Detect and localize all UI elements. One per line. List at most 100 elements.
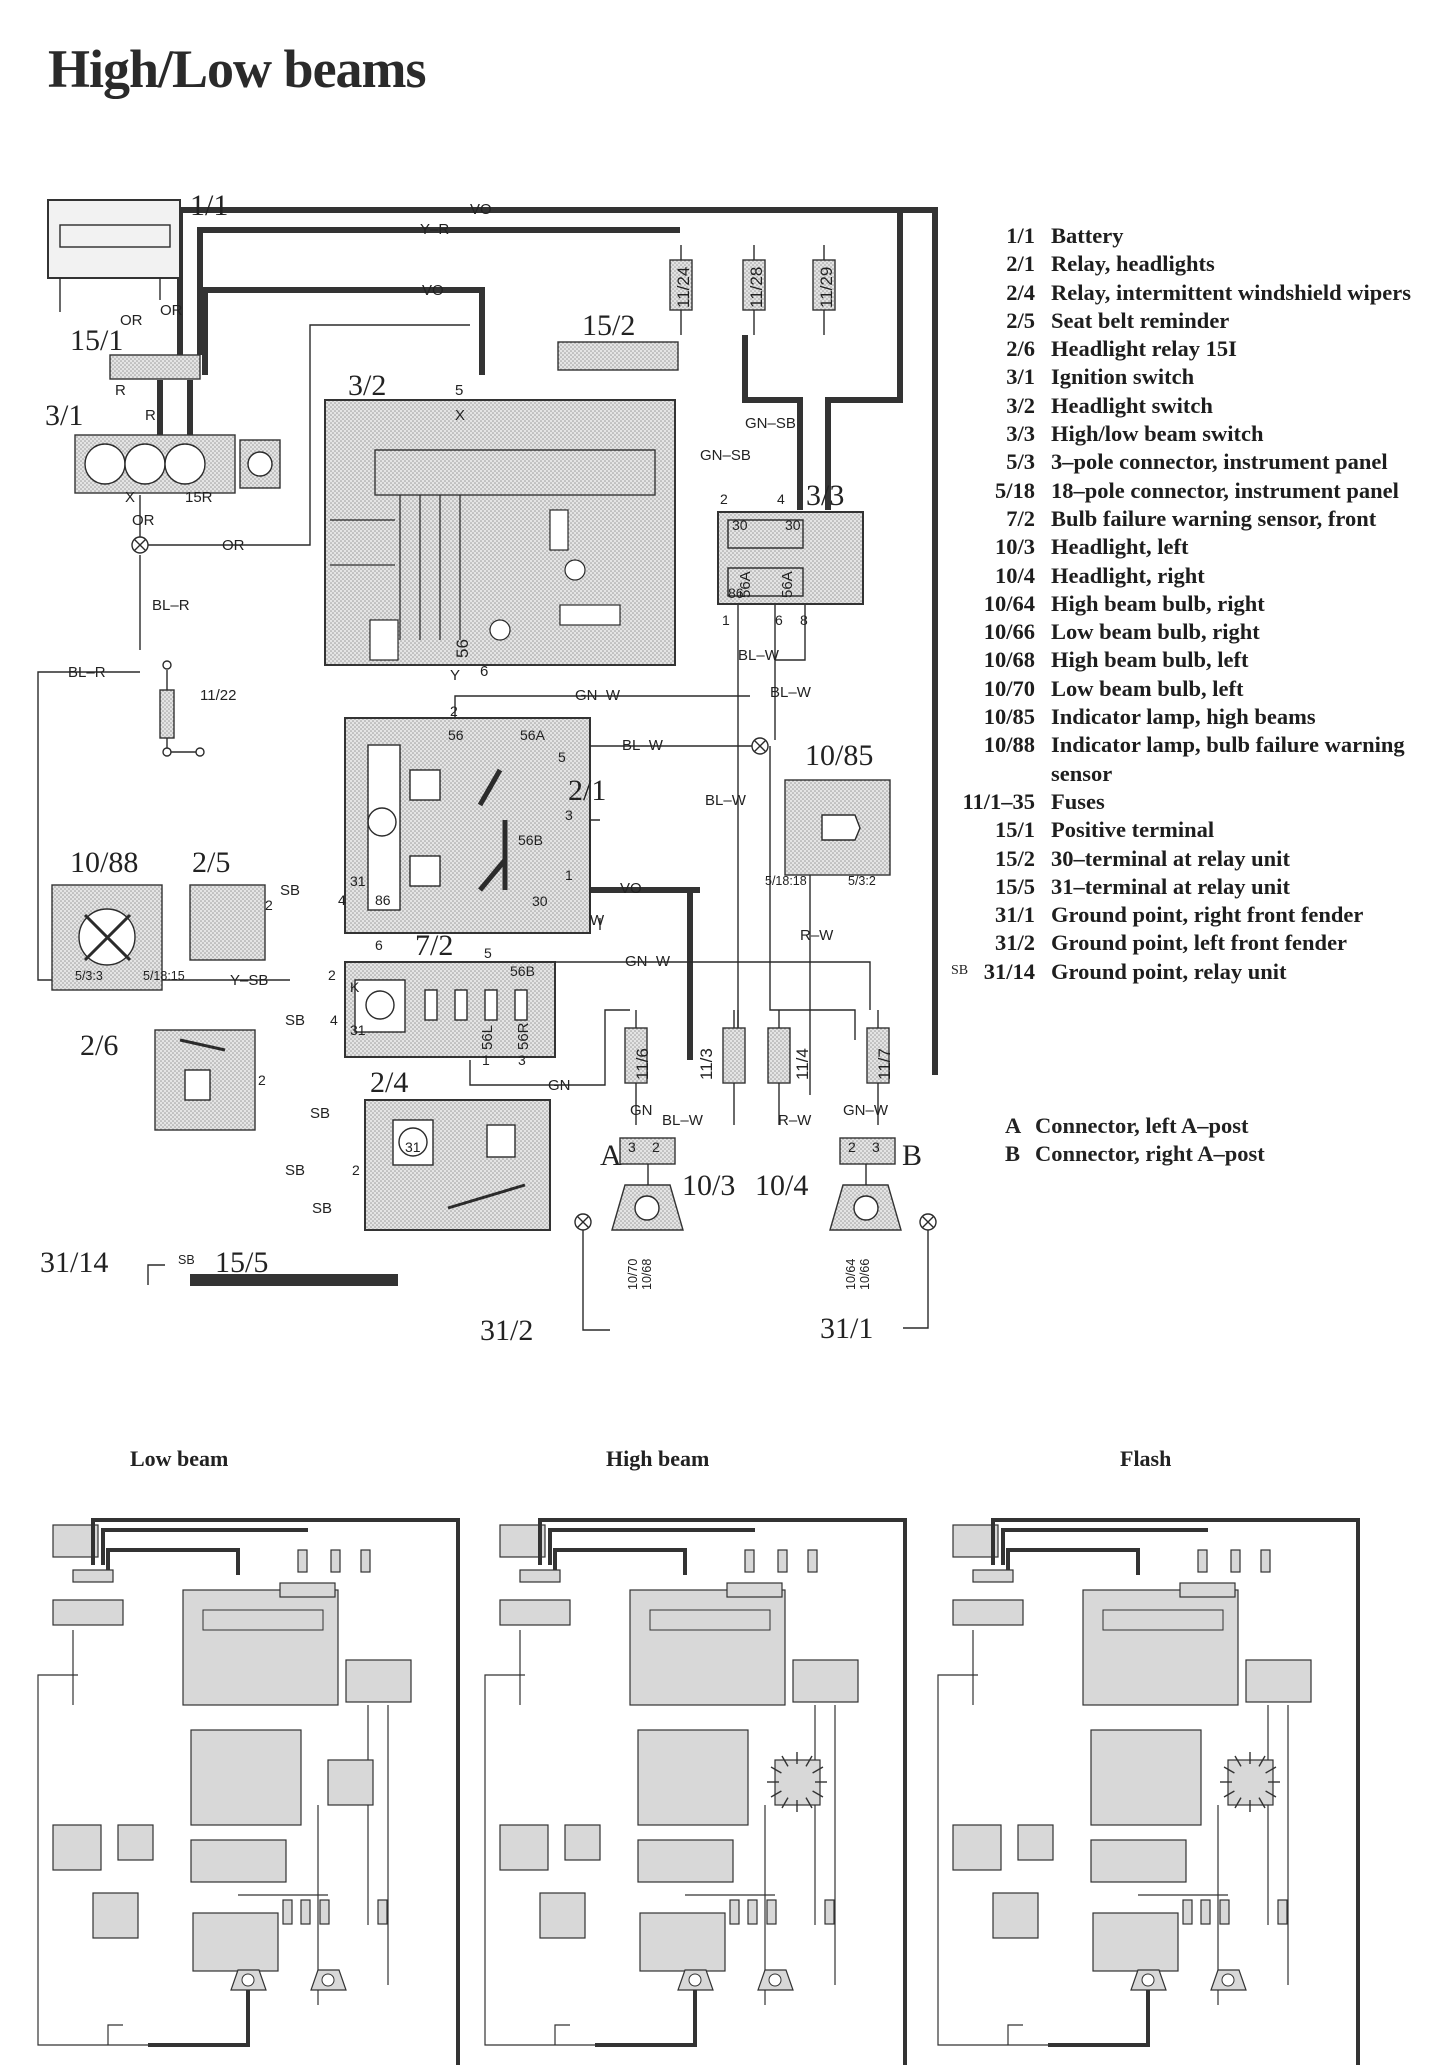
- legend-code: 10/88: [983, 732, 1035, 758]
- label-connector-a: A: [600, 1139, 622, 1172]
- pin-21-5: 5: [558, 749, 566, 765]
- legend-code: 1/1: [1006, 223, 1035, 248]
- legend-code: 2/5: [1006, 307, 1035, 333]
- label-fuse-11-28: 11/28: [747, 267, 766, 308]
- mini-ignition-switch: [52, 1599, 124, 1626]
- pin-21-2: 2: [450, 703, 458, 719]
- mini-high-beam-indicator: [327, 1759, 374, 1806]
- mini-battery: [499, 1524, 546, 1558]
- legend-code: 3/1: [1006, 364, 1035, 390]
- legend-code: 15/1: [994, 817, 1035, 843]
- mode-diagram: [484, 1518, 907, 2065]
- pin-32-56: 56: [453, 639, 472, 658]
- legend-description: Ignition switch: [1051, 364, 1195, 390]
- pin-21-3: 3: [565, 807, 573, 823]
- pin-21-6: 6: [375, 937, 383, 953]
- wire-label-vo-mid: VO: [422, 282, 444, 299]
- wire-label-gnw1: GN–W: [575, 687, 621, 704]
- bulb-10-70: 10/70: [626, 1259, 640, 1290]
- wiring-diagram: 1/1 15/1 3/1 15/2 3/2 3/3 2/1 10/85 10/8…: [37, 189, 938, 1347]
- pin-label-5: 5: [455, 382, 463, 399]
- page-title: High/Low beams: [48, 39, 427, 99]
- wire-label-y: Y: [450, 667, 460, 684]
- label-fuse-11-22: 11/22: [200, 687, 236, 704]
- label-headlight-switch: 3/2: [348, 369, 386, 402]
- pin-21-30: 30: [532, 893, 548, 909]
- bulb-10-66: 10/66: [858, 1259, 872, 1290]
- pin-33-86: 86: [728, 585, 744, 601]
- label-fuse-11-7: 11/7: [875, 1048, 894, 1080]
- label-fuse-11-4: 11/4: [793, 1048, 812, 1080]
- label-bulb-failure-sensor: 7/2: [415, 929, 453, 962]
- pin-33-30a: 30: [732, 517, 748, 533]
- pin-a-2: 2: [652, 1139, 660, 1155]
- diagram-labels: 1/1 15/1 3/1 15/2 3/2 3/3 2/1 10/85 10/8…: [40, 189, 922, 1347]
- wire-label-or3: OR: [132, 512, 155, 529]
- wire-label-or2: OR: [160, 302, 183, 319]
- mini-bulb-failure-indicator: [952, 1824, 1002, 1871]
- wire-label-sb2: SB: [285, 1012, 305, 1029]
- legend-description: 31–terminal at relay unit: [1051, 873, 1290, 899]
- seat-belt-reminder: [189, 884, 266, 961]
- pin-21-1: 1: [565, 867, 573, 883]
- mini-wiper-relay: [192, 1912, 279, 1972]
- bulb-10-68: 10/68: [640, 1259, 654, 1290]
- conn-5-3-3: 5/3:3: [75, 969, 103, 983]
- wire-vo-mid: [202, 287, 485, 375]
- mini-bulb-failure-indicator: [52, 1824, 102, 1871]
- wire-label-sb3: SB: [310, 1105, 330, 1122]
- mini-ignition-switch: [952, 1599, 1024, 1626]
- relay-30-terminal: [557, 341, 679, 371]
- pin-72-56r: 56R: [515, 1022, 532, 1050]
- mini-high-low-switch: [1245, 1659, 1312, 1703]
- legend-code: 11/1–35: [962, 788, 1035, 814]
- legend-code: 2/4: [1006, 279, 1035, 305]
- legend-code: 10/3: [994, 534, 1035, 560]
- mode-diagrams: [37, 1518, 1360, 2065]
- label-fuse-11-6: 11/6: [633, 1048, 652, 1080]
- pin-21-56b: 56B: [518, 832, 543, 848]
- pin-26-2: 2: [258, 1072, 266, 1088]
- pin-b-2: 2: [848, 1139, 856, 1155]
- mini-headlight-relay: [190, 1729, 302, 1826]
- legend-code: 10/70: [983, 675, 1035, 701]
- label-relay-31: 15/5: [215, 1246, 268, 1279]
- label-right-headlight: 10/4: [755, 1169, 808, 1202]
- label-left-headlight: 10/3: [682, 1169, 735, 1202]
- legend-row: 3/1 Ignition switch: [935, 363, 1435, 391]
- legend-description: Positive terminal: [1051, 817, 1215, 843]
- pin-72-31: 31: [350, 1022, 366, 1038]
- pin-33-1: 1: [722, 612, 730, 628]
- label-high-low-switch: 3/3: [806, 479, 844, 512]
- wire-label-x: X: [125, 489, 135, 506]
- legend-description: Ground point, left front fender: [1051, 930, 1348, 956]
- pin-33-6: 6: [775, 612, 783, 628]
- label-headlight-relay: 2/1: [568, 774, 606, 807]
- mini-bulb-failure-sensor: [190, 1839, 287, 1883]
- wire-vo-top: [177, 207, 938, 1075]
- mini-wiper-relay: [1092, 1912, 1179, 1972]
- legend-description: Relay, headlights: [1051, 251, 1215, 277]
- pin-72-56b: 56B: [510, 963, 535, 979]
- label-relay-15i: 2/6: [80, 1029, 118, 1062]
- mini-headlight-switch: [1082, 1589, 1239, 1706]
- pin-72-k: K: [350, 979, 360, 995]
- wire-label-yr: Y–R: [420, 221, 449, 238]
- label-relay-30: 15/2: [582, 309, 635, 342]
- wire-label-r2: R: [145, 407, 156, 424]
- wire-label-sb6: SB: [178, 1253, 195, 1267]
- mode-diagram: [937, 1518, 1360, 2065]
- legend-code: 10/4: [994, 562, 1035, 588]
- pin-72-56l: 56L: [479, 1025, 496, 1050]
- legend-description: Headlight relay 15I: [1051, 336, 1237, 362]
- mode-title-low-beam: Low beam: [130, 1446, 229, 1471]
- mini-wiper-relay: [639, 1912, 726, 1972]
